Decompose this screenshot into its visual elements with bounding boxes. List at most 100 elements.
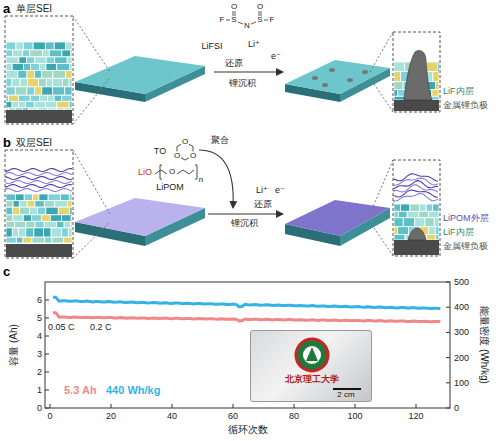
label-text: c <box>3 265 10 280</box>
university-logo <box>251 331 373 403</box>
inset-frame <box>393 160 440 256</box>
axis-tick <box>50 404 51 408</box>
axis-tick <box>416 404 417 408</box>
axis-tick <box>446 332 450 333</box>
axis-tick <box>446 357 450 358</box>
electrode-plate <box>285 200 390 246</box>
label-text: F <box>270 15 275 24</box>
lithium-metal <box>394 240 439 255</box>
label-text: 200 <box>454 352 469 362</box>
label-text: 1 <box>37 385 42 395</box>
axis-tick <box>111 404 112 408</box>
lipom-layer <box>394 174 438 182</box>
label-text: 循环次数 <box>228 424 268 436</box>
label-text: S <box>231 15 236 24</box>
label-text: 金属锂负极 <box>443 241 488 251</box>
label-text: Li⁺ <box>248 39 260 49</box>
axis-tick <box>446 282 450 283</box>
axis-tick <box>45 372 49 373</box>
label-text: 还原 <box>254 199 272 209</box>
label-text: 0 <box>47 411 52 421</box>
lipom-layer <box>394 194 438 202</box>
lithium-dendrite <box>404 50 432 100</box>
lipom-layer <box>394 190 438 197</box>
electrode-plate <box>285 60 390 102</box>
label-text: 120 <box>408 411 423 421</box>
label-text: LiPOM <box>156 182 184 192</box>
label-text: 0 <box>454 403 459 413</box>
label-text: 双层SEI <box>16 137 52 149</box>
sei-grains <box>394 204 439 240</box>
label-text: F <box>220 15 225 24</box>
label-text: e⁻ <box>275 185 285 195</box>
axis-tick <box>45 300 49 301</box>
label-text: 0 <box>37 403 42 413</box>
label-text: 80 <box>289 411 299 421</box>
inset-frame <box>5 150 73 258</box>
polymer-chain <box>155 165 197 179</box>
label-text: 300 <box>454 327 469 337</box>
axis-tick <box>172 404 173 408</box>
label-text: O <box>257 2 263 11</box>
lipom-layer <box>6 181 72 184</box>
label-text: TO <box>154 146 166 156</box>
sei-grains <box>6 194 72 244</box>
energy-density-line <box>53 297 440 309</box>
reaction-arrow <box>214 71 283 72</box>
axis-tick <box>233 404 234 408</box>
label-text: LiFSI <box>201 41 222 51</box>
label-text: 能量密度 (Wh/kg) <box>478 306 490 384</box>
label-text: a <box>3 2 10 17</box>
label-text: 聚合 <box>211 135 229 145</box>
label-text: LiF内层 <box>443 227 474 237</box>
label-text: 100 <box>347 411 362 421</box>
axis-tick <box>45 354 49 355</box>
lipom-layer <box>6 177 72 180</box>
label-text: 金属锂负极 <box>443 100 488 110</box>
capacity-line <box>53 313 440 322</box>
label-text: n <box>199 175 203 184</box>
label-text: 5 <box>37 313 42 323</box>
label-text: 锂沉积 <box>231 218 258 228</box>
label-text: Li⁺ <box>256 185 268 195</box>
inset-frame <box>393 32 440 112</box>
axis-tick <box>355 404 356 408</box>
label-text: LiO <box>138 167 152 177</box>
label-text: 100 <box>454 378 469 388</box>
axis-tick <box>45 336 49 337</box>
lithium-metal <box>394 100 439 111</box>
label-text: e⁻ <box>271 51 281 61</box>
label-text: O <box>231 2 237 11</box>
label-text: 容量 (Ah) <box>8 324 20 366</box>
axis-tick <box>446 307 450 308</box>
label-text: 40 <box>167 411 177 421</box>
lithium-metal <box>6 110 72 123</box>
reaction-arrow <box>208 213 283 214</box>
label-text: LiPOM外层 <box>443 213 489 223</box>
sei-grains <box>6 42 72 110</box>
label-text: 3 <box>37 349 42 359</box>
lipom-layer <box>6 185 72 188</box>
inset-frame <box>5 16 73 124</box>
axis-tick <box>45 390 49 391</box>
axis-tick <box>45 318 49 319</box>
label-text: N <box>244 21 250 30</box>
electrode-plate <box>75 198 205 246</box>
label-text: 0.05 C <box>48 322 75 332</box>
label-text: b <box>3 136 11 151</box>
label-text: 还原 <box>225 58 243 68</box>
electrode-plate <box>75 56 205 102</box>
lithium-deposit <box>408 228 426 240</box>
label-text: O <box>169 167 175 176</box>
lithium-metal <box>6 244 72 257</box>
label-text: 0.2 C <box>90 322 112 332</box>
lipom-layer <box>6 189 72 192</box>
label-text: 20 <box>106 411 116 421</box>
label-text: 5.3 Ah <box>64 384 97 397</box>
chart <box>45 282 450 408</box>
label-text: 4 <box>37 331 42 341</box>
reaction-arrow <box>199 150 233 208</box>
label-text: 6 <box>37 295 42 305</box>
label-text: 2 cm <box>337 390 354 399</box>
